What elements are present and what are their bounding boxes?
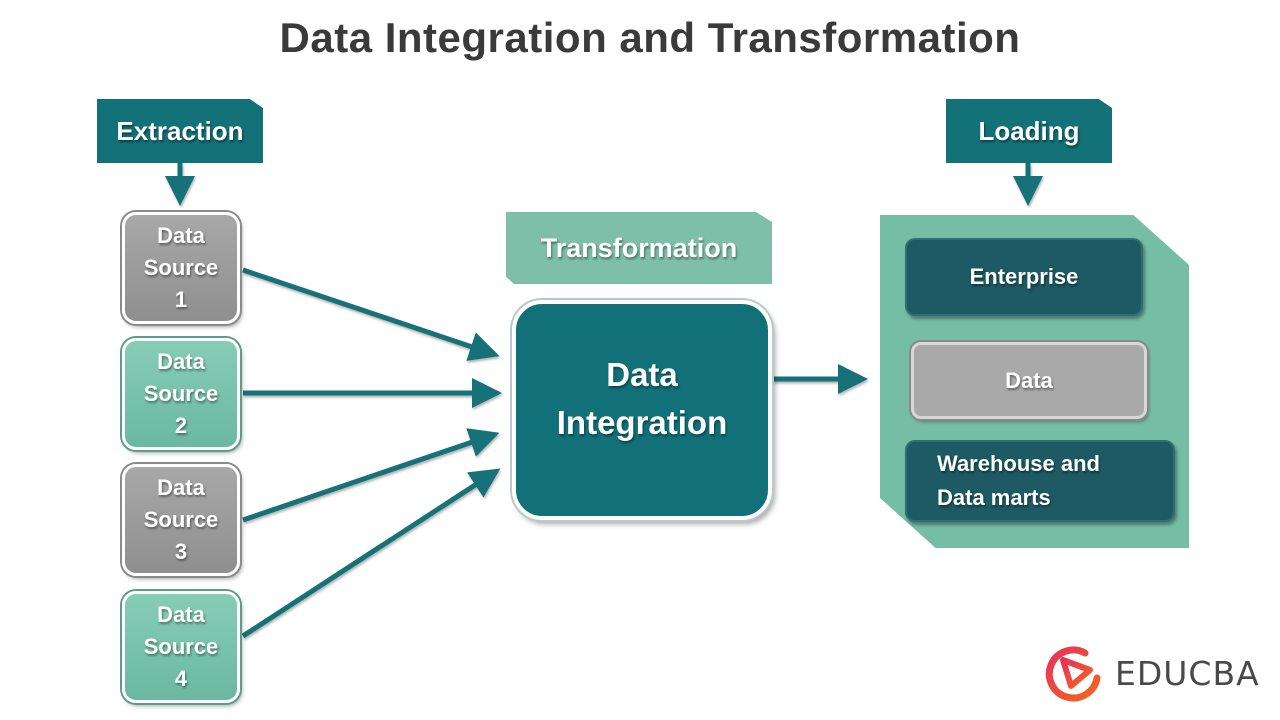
educba-logo: EDUCBA [1045, 644, 1260, 702]
integration-text: Data [606, 356, 678, 393]
data-integration-box: Data Integration [512, 300, 772, 520]
extraction-label: Extraction [97, 99, 263, 163]
loading-label: Loading [946, 99, 1112, 163]
transformation-label: Transformation [506, 212, 772, 284]
source-text: Source [143, 634, 219, 659]
warehouse-text: Warehouse and [937, 451, 1100, 476]
play-circle-icon [1045, 646, 1101, 702]
source-text: Data [157, 602, 205, 627]
arrow-source1-to-integration [242, 267, 500, 361]
logo-text: EDUCBA [1115, 653, 1260, 693]
target-enterprise: Enterprise [905, 238, 1143, 316]
source-text: Source [143, 255, 219, 280]
integration-text: Integration [556, 404, 728, 441]
source-text: Data [157, 475, 205, 500]
source-text: Data [157, 349, 205, 374]
arrow-source3-to-integration [242, 428, 500, 523]
target-data: Data [911, 342, 1147, 419]
source-text: Source [143, 381, 219, 406]
source-number: 3 [174, 539, 188, 564]
warehouse-text: Data marts [937, 485, 1051, 510]
source-number: 4 [174, 666, 188, 691]
source-number: 2 [174, 413, 188, 438]
source-number: 1 [174, 287, 188, 312]
arrow-source4-to-integration [241, 468, 501, 639]
source-text: Source [143, 507, 219, 532]
source-text: Data [157, 223, 205, 248]
diagram-title: Data Integration and Transformation [279, 14, 1021, 61]
